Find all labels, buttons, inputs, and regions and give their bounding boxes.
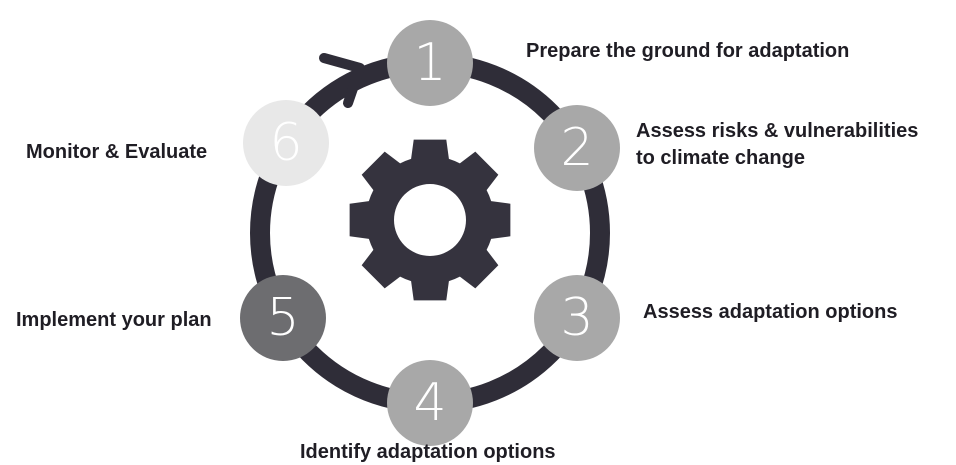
step-4-circle: [387, 360, 473, 446]
step-5: 5 Implement your plan: [16, 275, 326, 361]
step-6-label: Monitor & Evaluate: [26, 141, 207, 163]
step-3-circle: [534, 275, 620, 361]
step-4-label: Identify adaptation options: [300, 441, 556, 463]
arrow-head-icon: [319, 53, 365, 108]
step-5-number: 5: [266, 288, 299, 348]
gear-icon: [349, 139, 511, 301]
step-4-number: 4: [413, 373, 446, 433]
step-2-circle: [534, 105, 620, 191]
step-5-label: Implement your plan: [16, 309, 212, 331]
step-5-circle: [240, 275, 326, 361]
step-3-label: Assess adaptation options: [643, 301, 898, 323]
step-1-circle: [387, 20, 473, 106]
step-6: 6 Monitor & Evaluate: [26, 100, 329, 186]
step-3-number: 3: [560, 288, 593, 348]
step-6-circle: [243, 100, 329, 186]
step-1-label: Prepare the ground for adaptation: [526, 40, 849, 62]
step-6-number: 6: [269, 113, 302, 173]
step-2-number: 2: [560, 118, 593, 178]
step-4: 4 Identify adaptation options: [300, 360, 556, 463]
step-1: 1 Prepare the ground for adaptation: [387, 20, 849, 106]
step-2-label: Assess risks & vulnerabilities to climat…: [636, 120, 924, 169]
step-1-number: 1: [413, 33, 446, 93]
step-2: 2 Assess risks & vulnerabilities to clim…: [534, 105, 924, 191]
step-3: 3 Assess adaptation options: [534, 275, 898, 361]
